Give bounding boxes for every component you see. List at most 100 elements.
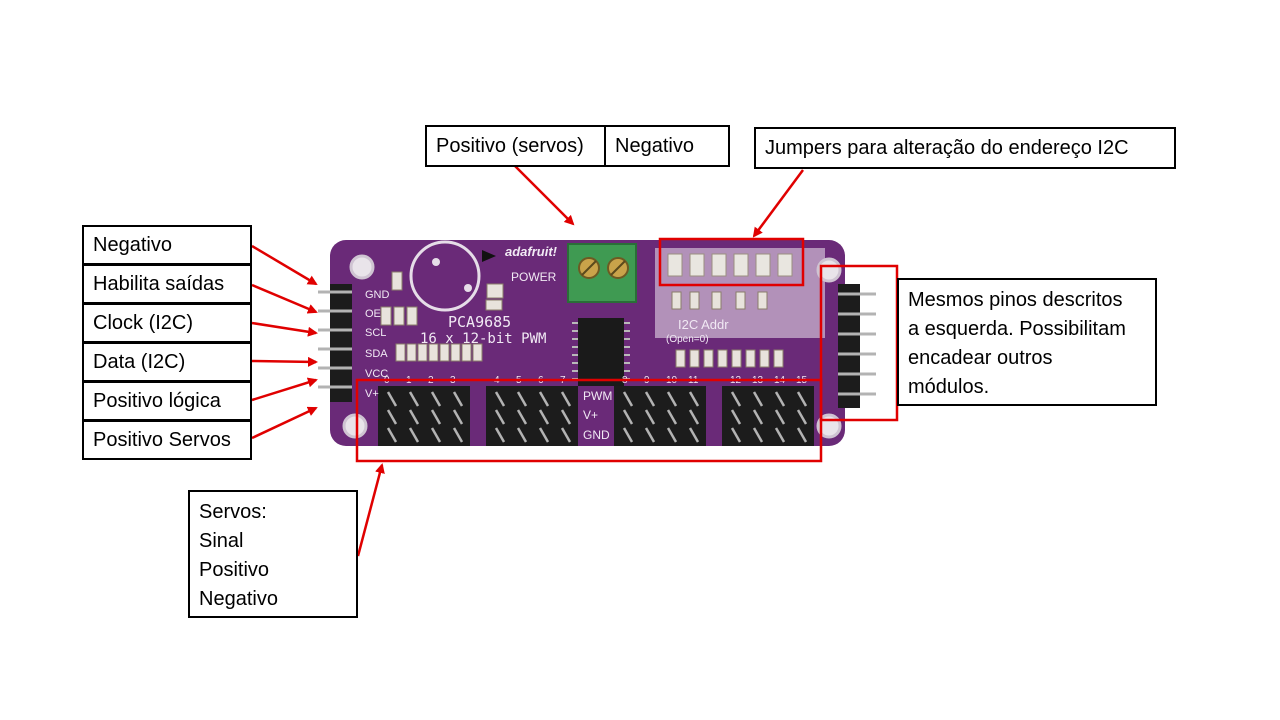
servo-pin	[430, 427, 442, 443]
servo-pin	[494, 409, 506, 425]
servos-note-line-4: Negativo	[199, 588, 278, 610]
callout-negativo-top: Negativo	[604, 125, 730, 167]
pin-legend-label: PWM	[583, 389, 612, 403]
servo-pin	[430, 391, 442, 407]
servo-pin	[560, 427, 572, 443]
highlight-servo-headers	[355, 378, 823, 463]
callout-jumpers: Jumpers para alteração do endereço I2C	[754, 127, 1176, 169]
servo-pin	[452, 427, 464, 443]
servo-pin	[688, 427, 700, 443]
callout-positivo-logica: Positivo lógica	[82, 381, 252, 421]
servo-pin	[666, 409, 678, 425]
servo-pin	[644, 427, 656, 443]
servo-pin	[752, 409, 764, 425]
servo-pin	[408, 409, 420, 425]
arrow-positivo-logica	[251, 377, 318, 402]
left-header-pins	[318, 284, 352, 402]
servo-pin	[538, 391, 550, 407]
servos-note-line-2: Sinal	[199, 530, 244, 552]
servo-pin	[752, 391, 764, 407]
callout-right-note: Mesmos pinos descritos a esquerda. Possi…	[897, 278, 1157, 406]
servo-pin	[752, 427, 764, 443]
open-text: (Open=0)	[666, 334, 709, 345]
servo-pin	[730, 409, 742, 425]
arrow-negativo	[251, 244, 318, 286]
highlight-jumpers	[658, 237, 805, 287]
callout-servos: Servos: Sinal Positivo Negativo	[188, 490, 358, 618]
pin-label-left: SCL	[365, 327, 386, 339]
chip-name-text: PCA9685	[448, 313, 511, 331]
mounting-holes	[342, 254, 842, 439]
callout-negativo: Negativo	[82, 225, 252, 265]
servo-pin	[730, 427, 742, 443]
pin-label-left: VCC	[365, 368, 388, 380]
highlight-right-header	[819, 264, 899, 422]
servo-pin	[516, 391, 528, 407]
servo-pin	[560, 391, 572, 407]
servo-pin	[774, 409, 786, 425]
servo-pin	[408, 391, 420, 407]
servo-pin	[688, 391, 700, 407]
servo-pin	[494, 391, 506, 407]
silkscreen: adafruit! POWER PCA9685 16 x 12-bit PWM …	[365, 244, 808, 442]
servo-pin	[796, 391, 808, 407]
servo-pin	[386, 409, 398, 425]
arrow-jumpers	[752, 169, 805, 238]
chip-subtitle-text: 16 x 12-bit PWM	[420, 331, 546, 347]
servo-pin	[730, 391, 742, 407]
servo-pin	[622, 391, 634, 407]
servo-pin	[430, 409, 442, 425]
servo-pin	[796, 427, 808, 443]
servo-pin	[666, 427, 678, 443]
servo-pin	[644, 409, 656, 425]
servo-pin	[386, 427, 398, 443]
callout-data: Data (I2C)	[82, 342, 252, 382]
servo-pin	[560, 409, 572, 425]
servos-note-line-1: Servos:	[199, 501, 267, 523]
arrow-power-terminal	[514, 165, 575, 226]
pin-label-left: GND	[365, 289, 390, 301]
arrow-clock	[251, 321, 318, 337]
callout-positivo-servos-top: Positivo (servos)	[425, 125, 606, 167]
pin-legend-label: GND	[583, 428, 610, 442]
power-text: POWER	[511, 270, 557, 284]
servo-pin	[452, 391, 464, 407]
arrow-data	[251, 356, 318, 367]
servo-pin	[494, 427, 506, 443]
right-header-pins	[838, 284, 876, 408]
callout-habilita-saidas: Habilita saídas	[82, 264, 252, 304]
pin-label-left: SDA	[365, 348, 388, 360]
brand-text: adafruit!	[505, 244, 558, 259]
servo-pin	[516, 427, 528, 443]
address-jumper-pads	[667, 253, 793, 277]
servo-pin	[666, 391, 678, 407]
arrow-habilita	[251, 283, 318, 314]
servo-pin	[538, 427, 550, 443]
servo-pin	[452, 409, 464, 425]
servo-pin	[774, 427, 786, 443]
servo-pin	[622, 427, 634, 443]
servo-pin	[538, 409, 550, 425]
pin-label-left: OE	[365, 308, 381, 320]
servo-pin	[622, 409, 634, 425]
pca9685-chip	[578, 318, 624, 386]
callout-clock: Clock (I2C)	[82, 303, 252, 343]
servo-pin	[516, 409, 528, 425]
i2c-addr-text: I2C Addr	[678, 317, 729, 332]
servo-pin	[688, 409, 700, 425]
right-note-line-4: módulos.	[908, 376, 990, 398]
servo-pin	[774, 391, 786, 407]
right-note-line-1: Mesmos pinos descritos	[908, 289, 1123, 311]
smd-components	[380, 271, 784, 368]
right-note-line-2: a esquerda. Possibilitam	[908, 318, 1126, 340]
servo-pin	[644, 391, 656, 407]
arrow-positivo-servos	[251, 406, 318, 440]
servos-note-line-3: Positivo	[199, 559, 270, 581]
right-note-line-3: encadear outros	[908, 347, 1053, 369]
capacitor-footprint	[409, 240, 481, 312]
arrow-servos	[356, 463, 385, 557]
callout-positivo-servos: Positivo Servos	[82, 420, 252, 460]
servo-pin	[796, 409, 808, 425]
servo-headers	[378, 386, 814, 446]
